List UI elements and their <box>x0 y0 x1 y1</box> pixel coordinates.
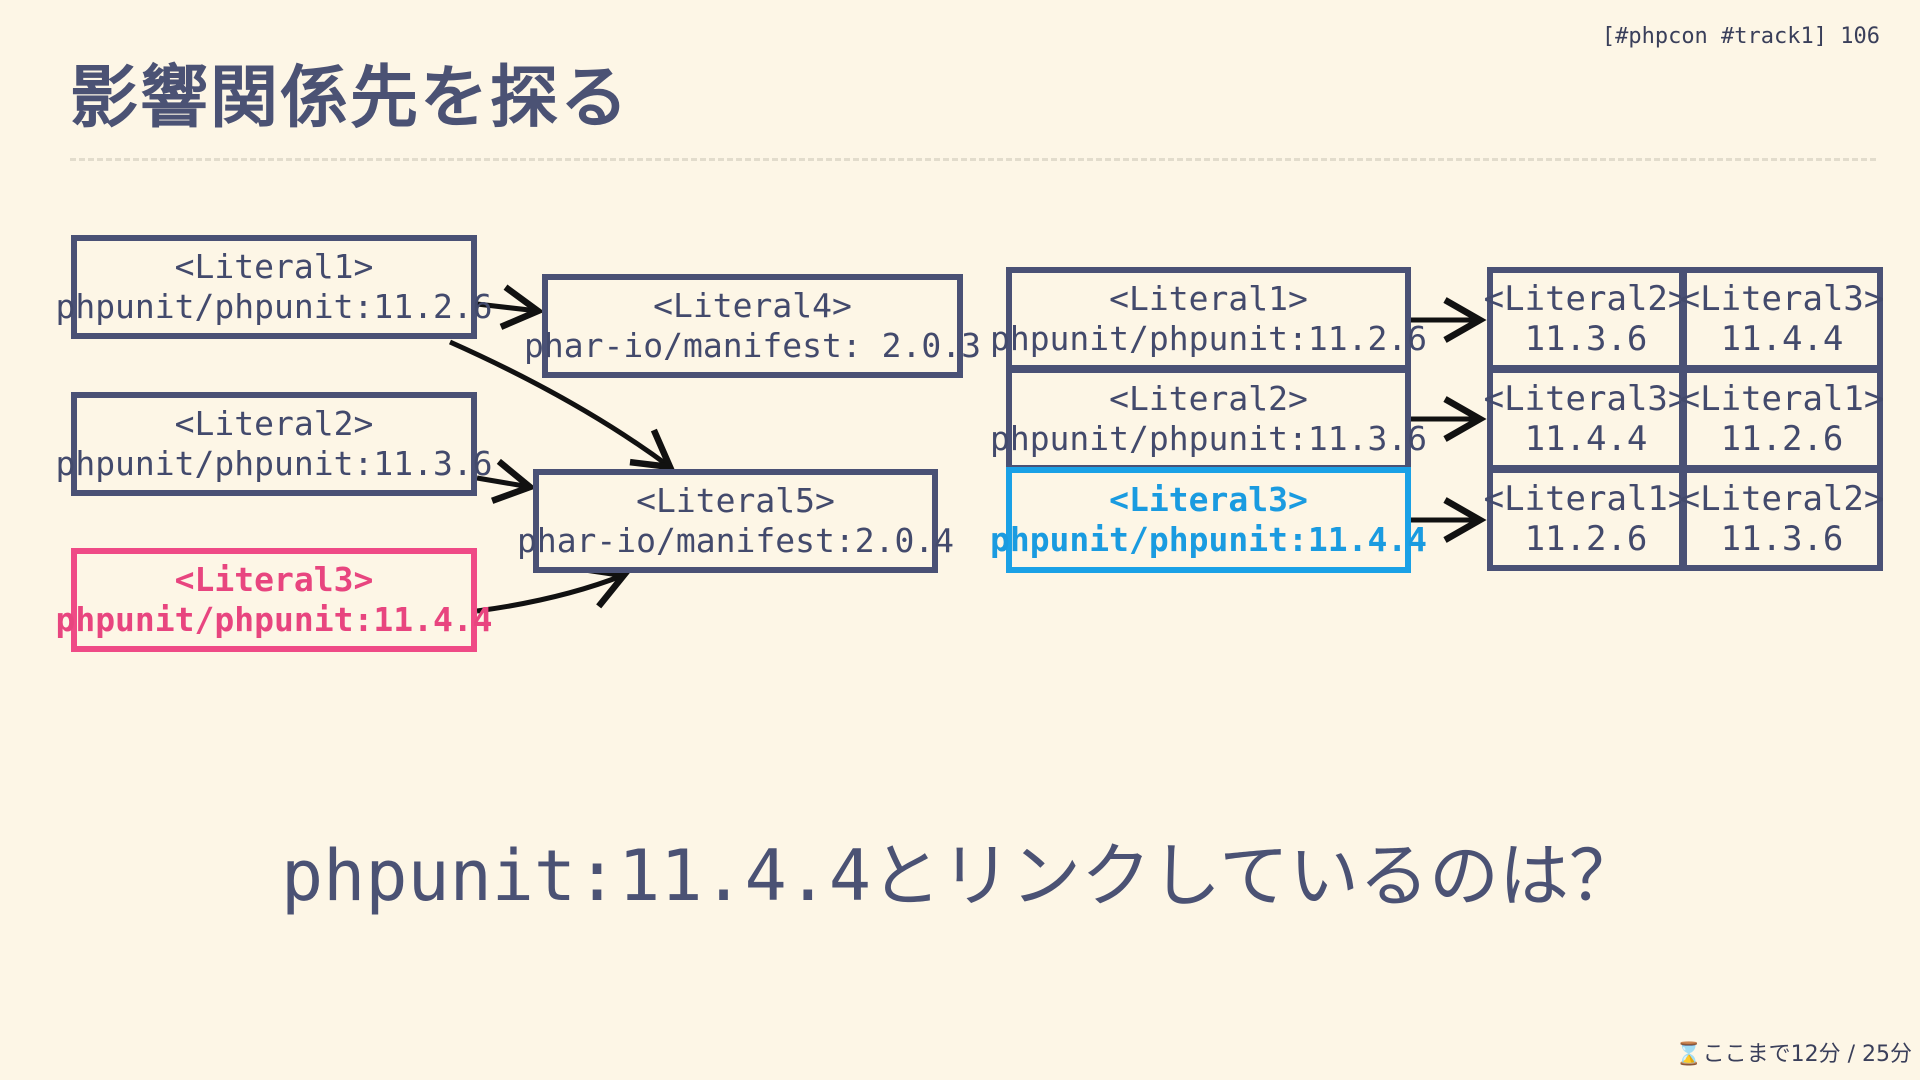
row-key-literal3-highlighted: <Literal3> phpunit/phpunit:11.4.4 <box>990 467 1427 573</box>
row-key-label: <Literal2> <box>1109 379 1308 418</box>
row-key-label: <Literal1> <box>1109 279 1308 318</box>
cell-value: 11.2.6 <box>1524 519 1648 559</box>
node-label: <Literal2> <box>174 404 374 443</box>
row1-cell2: <Literal3> 11.4.4 <box>1679 267 1885 371</box>
node-label: <Literal1> <box>174 247 374 286</box>
node-value: phar-io/manifest:2.0.4 <box>516 521 955 560</box>
cell-value: 11.4.4 <box>1524 419 1648 459</box>
row-key-value: phpunit/phpunit:11.4.4 <box>989 520 1428 559</box>
cell-label: <Literal2> <box>1679 479 1885 519</box>
row1-cell1: <Literal2> 11.3.6 <box>1484 267 1688 371</box>
title-divider <box>70 158 1876 161</box>
cell-label: <Literal1> <box>1679 379 1885 419</box>
cell-label: <Literal2> <box>1483 279 1689 319</box>
hourglass-icon: ⌛ <box>1675 1042 1703 1067</box>
cell-value: 11.2.6 <box>1720 419 1844 459</box>
row-key-literal2: <Literal2> phpunit/phpunit:11.3.6 <box>990 367 1427 471</box>
node-value: phpunit/phpunit:11.2.6 <box>55 287 493 326</box>
cell-label: <Literal3> <box>1679 279 1885 319</box>
node-value: phpunit/phpunit:11.3.6 <box>55 444 493 483</box>
slide-tag: [#phpcon #track1] 106 <box>1601 24 1880 49</box>
arrow-literal3-to-literal5 <box>476 565 631 614</box>
cell-label: <Literal1> <box>1483 479 1689 519</box>
time-progress: ⌛ここまで12分 / 25分 <box>1675 1036 1912 1068</box>
node-label: <Literal3> <box>174 560 374 599</box>
cell-value: 11.3.6 <box>1720 519 1844 559</box>
row3-cell2: <Literal2> 11.3.6 <box>1679 467 1885 571</box>
row3-cell1: <Literal1> 11.2.6 <box>1484 467 1688 571</box>
node-value: phar-io/manifest: 2.0.3 <box>524 326 981 365</box>
row-key-value: phpunit/phpunit:11.3.6 <box>989 419 1428 458</box>
node-literal5: <Literal5> phar-io/manifest:2.0.4 <box>517 469 954 573</box>
row-key-literal1: <Literal1> phpunit/phpunit:11.2.6 <box>990 267 1427 371</box>
arrow-literal1-to-literal5 <box>448 339 676 471</box>
cell-value: 11.3.6 <box>1524 319 1648 359</box>
cell-value: 11.4.4 <box>1720 319 1844 359</box>
question-text: phpunit:11.4.4とリンクしているのは？ <box>281 835 1639 917</box>
arrow-literal1-to-literal4 <box>476 284 545 330</box>
row-key-label: <Literal3> <box>1109 480 1308 519</box>
arrow-literal2-to-literal5 <box>476 458 537 504</box>
cell-label: <Literal3> <box>1483 379 1689 419</box>
row2-cell2: <Literal1> 11.2.6 <box>1679 367 1885 471</box>
node-value: phpunit/phpunit:11.4.4 <box>55 600 493 639</box>
row2-cell1: <Literal3> 11.4.4 <box>1484 367 1688 471</box>
node-literal4: <Literal4> phar-io/manifest: 2.0.3 <box>524 274 981 378</box>
node-label: <Literal4> <box>653 286 852 325</box>
page-title: 影響関係先を探る <box>70 59 631 138</box>
node-label: <Literal5> <box>636 481 835 520</box>
row-key-value: phpunit/phpunit:11.2.6 <box>989 319 1428 358</box>
time-progress-text: ここまで12分 / 25分 <box>1702 1042 1912 1067</box>
node-literal2: <Literal2> phpunit/phpunit:11.3.6 <box>55 392 493 496</box>
node-literal3-highlighted: <Literal3> phpunit/phpunit:11.4.4 <box>55 548 493 652</box>
node-literal1: <Literal1> phpunit/phpunit:11.2.6 <box>55 235 493 339</box>
